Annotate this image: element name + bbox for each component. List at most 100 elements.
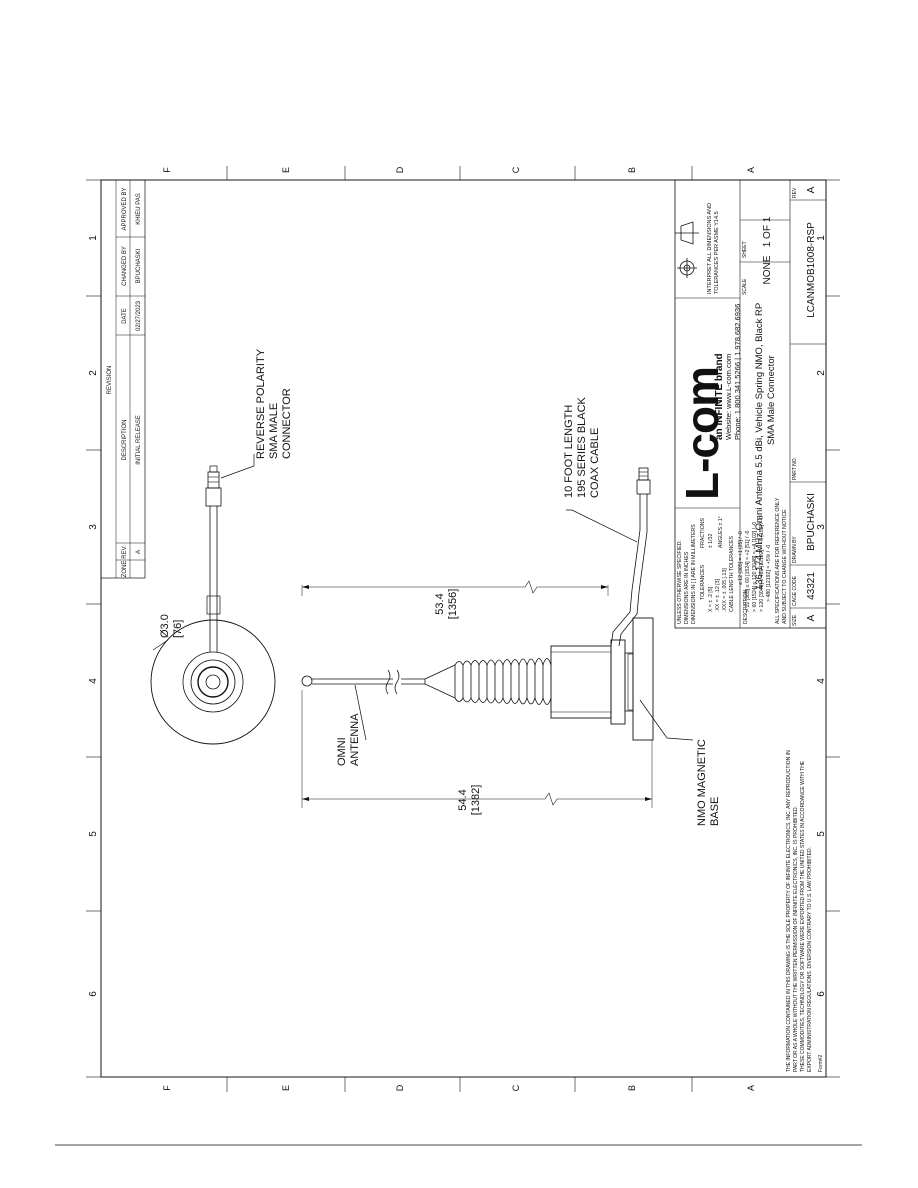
antenna-callout-line: ANTENNA — [349, 713, 361, 766]
sheet-label: SHEET — [742, 241, 748, 258]
zone-letter-bottom: C — [511, 1084, 521, 1091]
proprietary-line: THE INFORMATION CONTAINED IN THIS DRAWIN… — [786, 750, 792, 1072]
antenna-leader — [354, 684, 367, 741]
zone-num-left: 1 — [88, 235, 99, 241]
base-callout: NMO MAGNETIC BASE — [696, 739, 721, 826]
rev-row-approved-by: KHIEU PAS — [136, 193, 142, 225]
partno-value: LCANMOB1008-RSP — [806, 222, 817, 318]
projection-symbol — [675, 221, 699, 278]
zone-numbers: 1 2 3 4 5 6 1 2 3 4 5 6 — [88, 235, 827, 997]
brand-logo: L-com — [676, 367, 728, 500]
tol-row: X = ± .2 [5] — [708, 586, 714, 612]
tol-note: DIMENSIONS ARE IN INCHES — [684, 551, 690, 624]
tolerance-block: UNLESS OTHERWISE SPECIFIED: DIMENSIONS A… — [677, 497, 788, 624]
diameter-value: Ø3.0 — [159, 614, 171, 638]
rev-col-date: DATE — [122, 308, 128, 324]
rev-row-rev: A — [136, 550, 142, 554]
tol-cable-row: > 480 [12192] = +5% / -0 — [766, 545, 772, 602]
connector-callout-line: REVERSE POLARITY — [255, 348, 267, 459]
connector-callout-line: SMA MALE — [268, 403, 280, 459]
cable-callout: 10 FOOT LENGTH 195 SERIES BLACK COAX CAB… — [563, 396, 601, 498]
rev-value: A — [806, 186, 817, 193]
proprietary-notice: THE INFORMATION CONTAINED IN THIS DRAWIN… — [786, 750, 813, 1072]
description-line: SMA Male Connector — [766, 355, 777, 445]
cable-length-value: 53.4 — [434, 593, 446, 614]
revision-heading: REVISION — [107, 366, 113, 395]
cable-length-dimension: 53.4 [1356] — [301, 580, 609, 620]
size-value: A — [806, 614, 817, 621]
rev-col-approved-by: APPROVED BY — [122, 187, 128, 230]
tol-heading: TOLERANCES — [700, 564, 706, 600]
revision-table: REVISION ZONE REV. DESCRIPTION DATE CHAN… — [100, 179, 146, 579]
rev-row-description: INITIAL RELEASE — [136, 415, 142, 464]
zone-letters: F E D C B A F E D C B A — [162, 166, 756, 1091]
partno-label: PART NO. — [792, 457, 798, 480]
cable-leader — [566, 509, 638, 543]
drawn-value: BPUCHASKI — [806, 493, 817, 551]
proprietary-line: THESE COMMODITIES, TECHNOLOGY OR SOFTWAR… — [800, 760, 806, 1072]
symbols-note: INTERPRET ALL DIMENSIONS AND TOLERANCES … — [707, 203, 720, 294]
tol-note: DIMENSIONS IN [ ] ARE IN MILLIMETERS — [691, 524, 697, 624]
drawing-frame — [55, 166, 862, 1146]
rev-col-description: DESCRIPTION — [122, 419, 128, 460]
tol-fractions: FRACTIONS — [700, 517, 706, 548]
base-top-view — [150, 465, 276, 745]
zone-num-right: 2 — [816, 370, 827, 376]
overall-length-value-mm: [1382] — [470, 785, 482, 816]
cage-value: 43321 — [806, 572, 817, 600]
proprietary-line: EXPORT ADMINISTRATION REGULATIONS. DIVER… — [807, 847, 813, 1072]
zone-num-left: 5 — [88, 831, 99, 837]
base-callout-line: BASE — [709, 797, 721, 826]
zone-num-right: 6 — [816, 991, 827, 997]
base-leader — [639, 699, 694, 741]
brand-phone: Phone: 1.800.341.5266 | 1.978.682.6936 — [733, 304, 742, 440]
size-label: SIZE — [792, 614, 798, 626]
tol-cable-row: > 120 [3048] ≤ 480 [12192] = +6 [152] / … — [759, 516, 765, 612]
tol-compliance: ALL SPECIFICATIONS ARE FOR REFERENCE ONL… — [775, 497, 781, 624]
drawn-label: DRAWN BY — [792, 536, 798, 563]
tol-cable-row: ≤ 12 [305] = +1 [25] / -0 — [738, 531, 744, 585]
brand-block: L-com an INFINITE brand Website: www.L-c… — [676, 304, 742, 500]
cable-length-value-mm: [1356] — [447, 589, 459, 620]
tol-fraction-value: ± 1/32 — [708, 534, 714, 548]
connector-leader — [220, 454, 255, 479]
cage-label: CAGE CODE — [792, 575, 798, 606]
zone-letter-bottom: B — [627, 1085, 637, 1091]
scale-value: NONE — [762, 255, 773, 284]
brand-website: Website: www.L-com.com — [724, 354, 733, 440]
zone-letter-bottom: A — [746, 1085, 756, 1091]
tol-note: UNLESS OTHERWISE SPECIFIED: — [677, 540, 683, 624]
antenna-callout: OMNI ANTENNA — [336, 713, 361, 766]
rev-col-changed-by: CHANGED BY — [122, 246, 128, 286]
zone-num-left: 6 — [88, 991, 99, 997]
overall-length-value: 54.4 — [457, 789, 469, 810]
base-callout-line: NMO MAGNETIC — [696, 739, 708, 826]
zone-num-right: 3 — [816, 524, 827, 530]
cable-callout-line: 10 FOOT LENGTH — [563, 405, 575, 498]
zone-letter-top: C — [511, 166, 521, 173]
zone-num-left: 2 — [88, 370, 99, 376]
zone-letter-bottom: F — [162, 1085, 172, 1091]
zone-num-left: 4 — [88, 678, 99, 684]
rev-label: REV — [792, 187, 798, 198]
desc-label: DESCRIPTION — [743, 589, 749, 624]
symbols-note-line: TOLERANCES PER ASME Y14.5 — [714, 211, 720, 294]
description-line: 136-174 MHz Omni Antenna 5.5 dBi, Vehicl… — [754, 303, 765, 590]
diameter-leader — [152, 639, 169, 651]
antenna-callout-line: OMNI — [336, 737, 348, 766]
form-number: Form#2 — [818, 1055, 824, 1072]
tol-compliance: AND SUBJECT TO CHANGE WITHOUT NOTICE — [782, 509, 788, 624]
zone-letter-bottom: E — [281, 1085, 291, 1091]
scale-label: SCALE — [742, 278, 748, 295]
connector-callout: REVERSE POLARITY SMA MALE CONNECTOR — [255, 348, 293, 459]
tol-cable-row: > 12 [305] ≤ 60 [1524] = +2 [51] / -0 — [745, 530, 751, 612]
tol-row: .XXX = ± .005 [.13] — [722, 568, 728, 612]
zone-num-right: 5 — [816, 831, 827, 837]
title-block: UNLESS OTHERWISE SPECIFIED: DIMENSIONS A… — [674, 179, 827, 629]
zone-num-right: 1 — [816, 235, 827, 241]
zone-letter-top: B — [627, 167, 637, 173]
proprietary-line: PART OR AS A WHOLE WITHOUT THE WRITTEN P… — [793, 806, 799, 1072]
diameter-dimension: Ø3.0 [76] — [159, 614, 184, 638]
diameter-value-mm: [76] — [172, 620, 184, 638]
